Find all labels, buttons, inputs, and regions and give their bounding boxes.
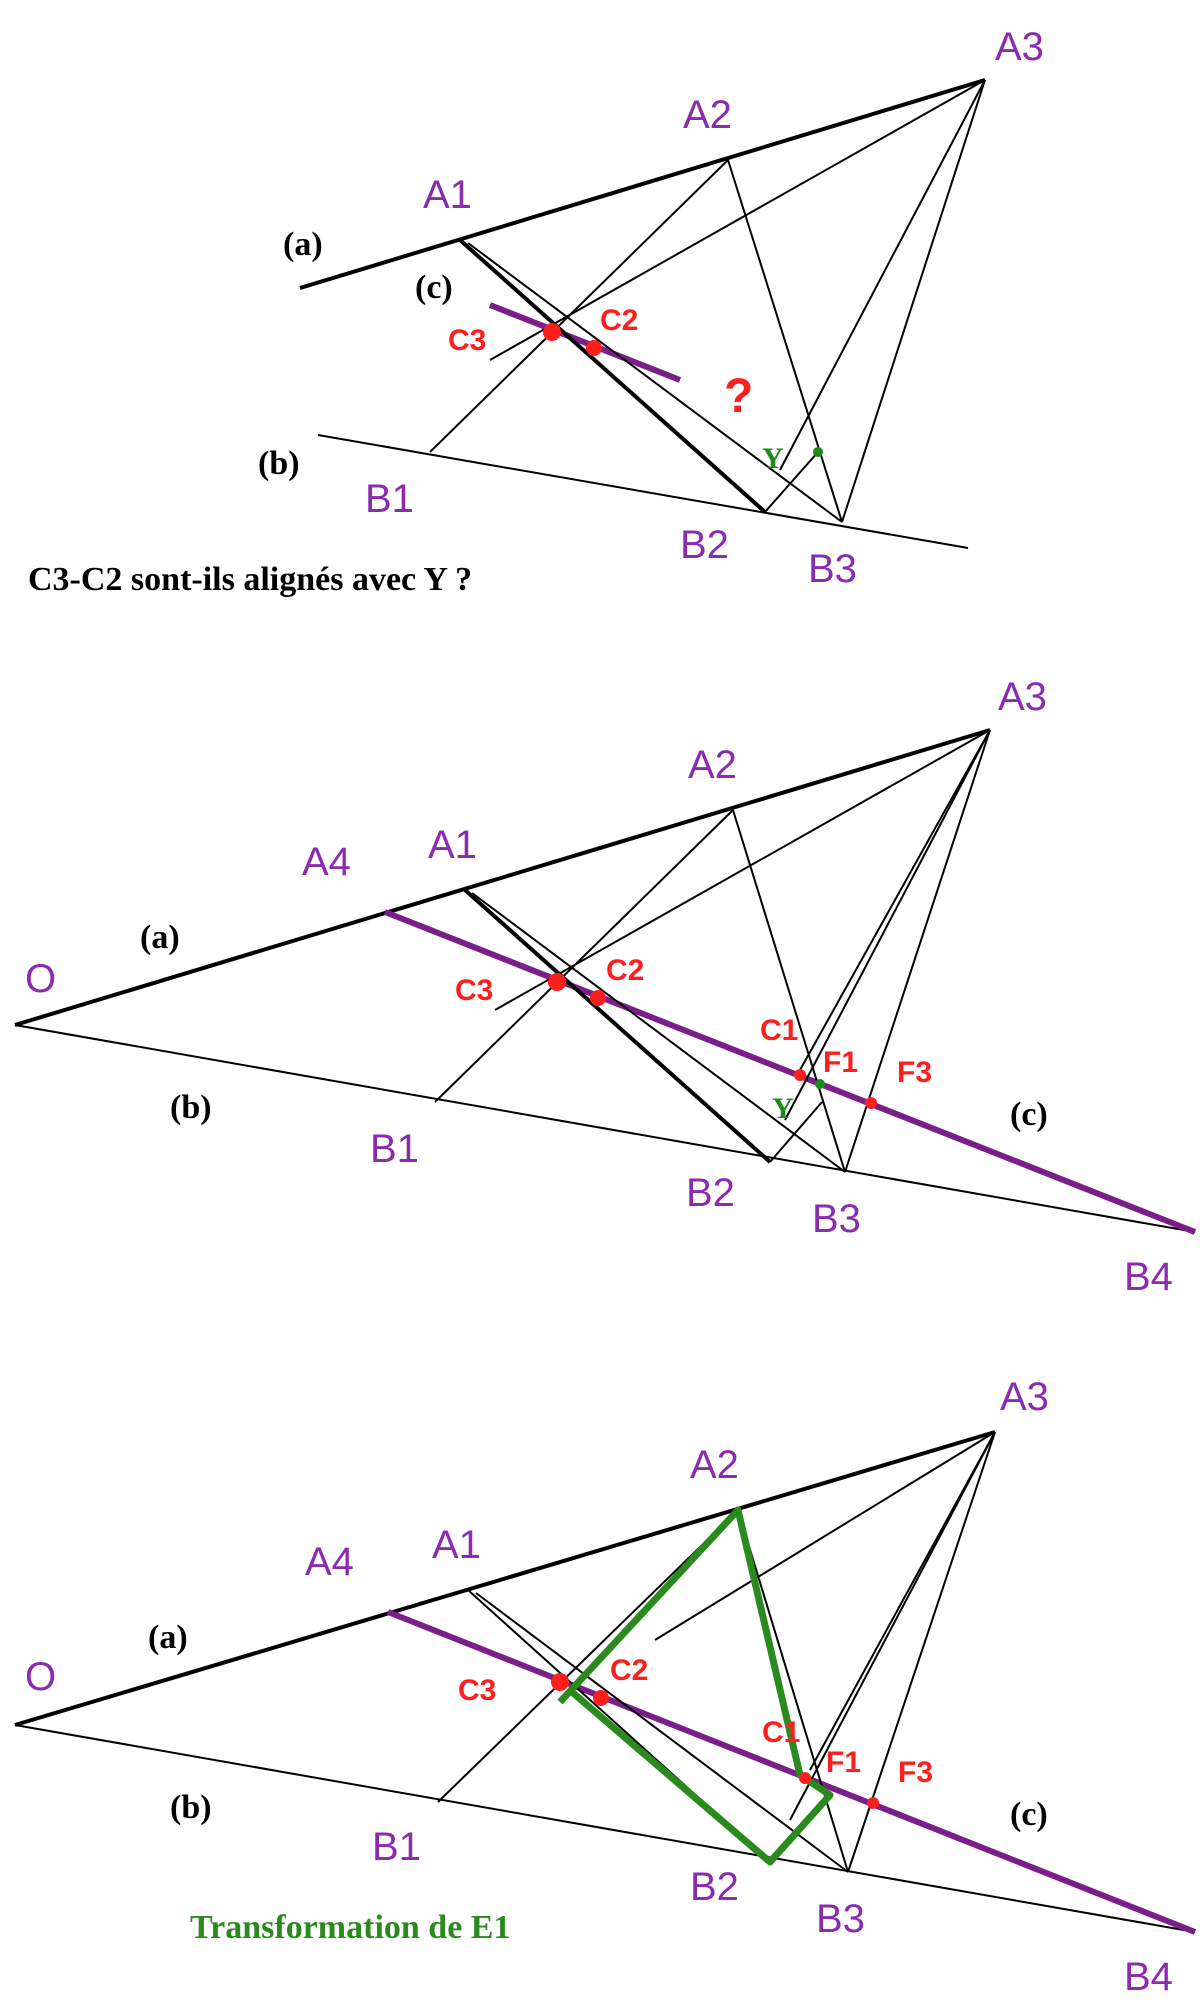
construction-line [784,729,991,1121]
label-a4: A4 [305,1540,354,1584]
panel-3: O A4 A1 A2 A3 B1 B2 B3 B4 (a) (b) (c) C3… [14,1375,1197,1999]
label-o: O [25,1655,56,1699]
label-a1: A1 [423,173,472,217]
label-f1: F1 [823,1046,858,1079]
label-a2: A2 [688,743,737,787]
label-line-b: (b) [170,1089,212,1126]
construction-line [458,238,767,514]
label-c2: C2 [600,304,638,337]
point-c2 [593,1690,609,1706]
construction-line [494,729,991,1011]
construction-line [769,1101,823,1163]
construction-line [429,159,729,453]
label-b3: B3 [808,547,857,591]
label-b1: B1 [370,1127,419,1171]
line-b [317,434,969,549]
construction-line [841,79,986,523]
label-a3: A3 [995,25,1044,69]
line-c [488,302,682,383]
line-a [14,1430,996,1727]
line-a [299,78,986,290]
label-line-b: (b) [170,1789,212,1826]
label-o: O [25,957,56,1001]
label-a1: A1 [432,1523,481,1567]
panel-2: O A4 A1 A2 A3 B1 B2 B3 B4 (a) (b) (c) C3… [14,675,1197,1299]
label-y: Y [772,1092,794,1125]
point-c3 [548,973,566,991]
construction-line [489,79,986,361]
label-line-c: (c) [415,269,453,306]
label-a2: A2 [690,1443,739,1487]
line-b [14,1024,1196,1233]
label-a3: A3 [998,675,1047,719]
construction-line [654,1431,996,1641]
construction-line [434,809,734,1103]
label-a4: A4 [302,840,351,884]
label-c3: C3 [458,1674,496,1707]
label-c2: C2 [606,954,644,987]
line-a [14,728,991,1027]
line-c [383,909,1197,1235]
point-y [815,1079,825,1089]
label-b4: B4 [1124,1255,1173,1299]
construction-line [471,892,846,1173]
label-c3: C3 [455,974,493,1007]
label-c1: C1 [762,1716,800,1749]
label-c2: C2 [610,1654,648,1687]
label-b1: B1 [372,1825,421,1869]
line-c [386,1609,1197,1935]
label-line-a: (a) [140,919,180,956]
construction-line [727,159,843,523]
point-c2 [590,990,606,1006]
construction-line [737,1509,849,1873]
label-line-a: (a) [283,226,323,263]
panel-1: A1 A2 A3 B1 B2 B3 (a) (c) (b) C3 C2 ? Y … [28,25,1044,598]
construction-line [463,888,772,1164]
label-f3: F3 [897,1056,932,1089]
construction-line [475,1592,849,1873]
point-c1 [799,1772,811,1784]
label-b2: B2 [690,1865,739,1909]
label-line-a: (a) [148,1619,188,1656]
point-c3 [551,1673,569,1691]
point-c3 [543,323,561,341]
label-a3: A3 [1000,1375,1049,1419]
label-y: Y [762,442,784,475]
construction-line [789,1431,996,1821]
label-a1: A1 [428,823,477,867]
construction-line [779,79,986,471]
construction-line [809,1431,996,1771]
label-line-b: (b) [258,445,300,482]
construction-line [732,809,846,1173]
label-c3: C3 [448,324,486,357]
point-f3 [867,1797,879,1809]
label-b3: B3 [812,1197,861,1241]
label-c1: C1 [760,1014,798,1047]
label-b3: B3 [816,1897,865,1941]
label-b2: B2 [680,523,729,567]
label-b1: B1 [365,477,414,521]
label-f3: F3 [898,1756,933,1789]
line-b [14,1724,1196,1933]
label-f1: F1 [826,1746,861,1779]
label-a2: A2 [683,93,732,137]
label-line-c: (c) [1010,1796,1048,1833]
label-b2: B2 [686,1171,735,1215]
caption-panel-1: C3-C2 sont-ils alignés avec Y ? [28,561,472,598]
point-f3 [865,1097,877,1109]
construction-line [437,1509,739,1803]
question-mark: ? [724,370,753,423]
label-line-c: (c) [1010,1096,1048,1133]
transformation-e1 [557,1506,834,1866]
construction-line [799,729,991,1071]
label-b4: B4 [1124,1955,1173,1999]
construction-line [467,242,843,523]
point-c1 [794,1069,806,1081]
point-y [813,447,823,457]
point-c2 [586,340,602,356]
caption-panel-3: Transformation de E1 [190,1909,510,1946]
construction-line [764,451,819,513]
